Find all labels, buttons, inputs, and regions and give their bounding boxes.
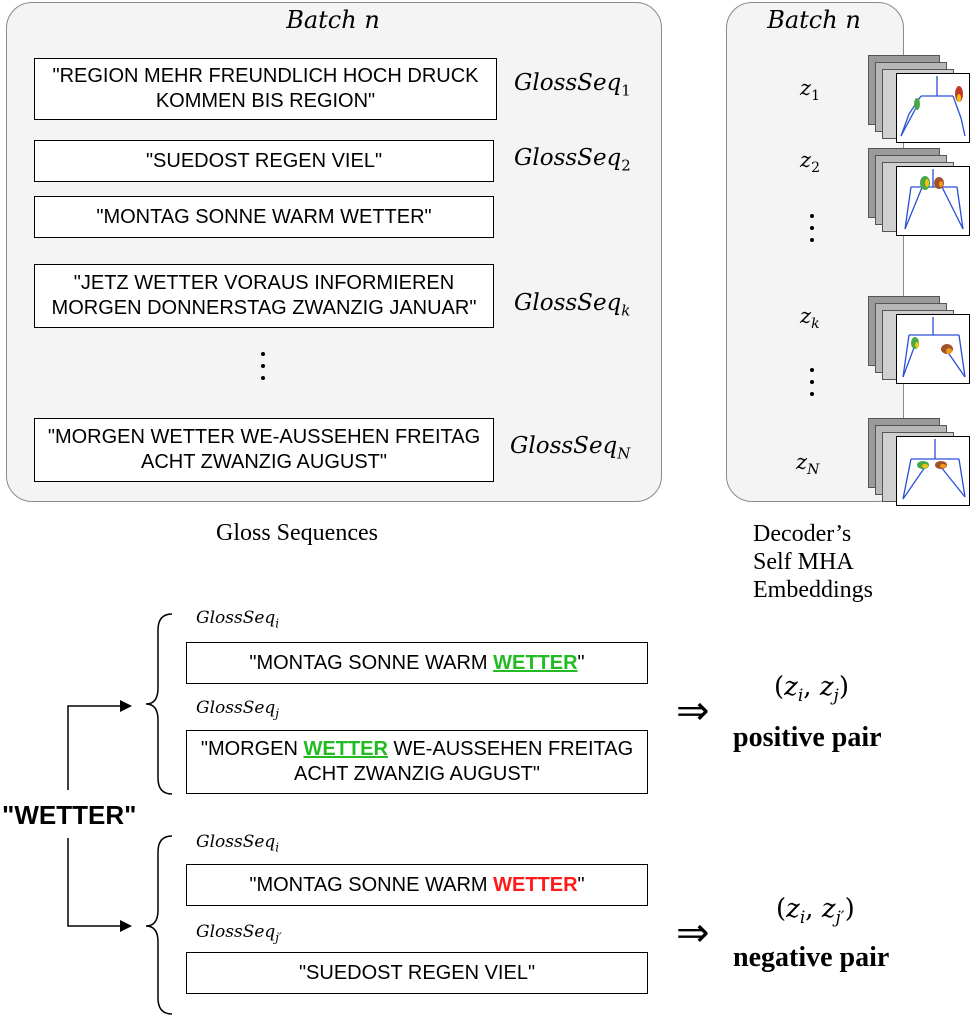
gloss-sequence-box-k: "JETZ WETTER VORAUS INFORMIEREN MORGEN D… [34, 264, 494, 328]
seq-label-sub: i [275, 840, 280, 855]
embedding-var: z [796, 450, 808, 474]
arrow-icon [120, 700, 132, 712]
vertical-ellipsis [261, 352, 267, 388]
positive-seq-i-text: "MONTAG SONNE WARM WETTER" [249, 651, 585, 674]
embeddings-caption: Decoder’s Self MHA Embeddings [753, 520, 873, 604]
gloss-seq-label-sub: N [617, 444, 631, 463]
embeddings-caption-line: Decoder’s [753, 521, 852, 547]
embedding-label-1: z1 [800, 76, 820, 104]
negative-seq-i-label: GlossSeqi [196, 832, 279, 854]
vertical-ellipsis [810, 214, 816, 250]
gloss-sequence-box-3: "MONTAG SONNE WARM WETTER" [34, 196, 494, 238]
negative-seq-j-box: "SUEDOST REGEN VIEL" [186, 952, 648, 994]
connector-graphics [67, 613, 173, 1015]
negative-pair-label: negative pair [733, 942, 890, 973]
negative-seq-j-text: "SUEDOST REGEN VIEL" [298, 961, 536, 984]
gloss-sequence-text: "MORGEN WETTER WE-AUSSEHEN FREITAG ACHT … [47, 426, 481, 473]
gloss-seq-label-sub: k [621, 301, 631, 320]
gloss-sequence-text: "JETZ WETTER VORAUS INFORMIEREN MORGEN D… [51, 272, 477, 319]
gloss-sequence-text: "MONTAG SONNE WARM WETTER" [96, 205, 432, 228]
seq-label-var: GlossSeq [196, 832, 276, 852]
gloss-seq-label-var: GlossSeq [514, 70, 622, 96]
embedding-sub: k [811, 316, 820, 333]
gloss-sequence-box-2: "SUEDOST REGEN VIEL" [34, 140, 494, 182]
seq-label-sub: i [275, 616, 280, 631]
vertical-ellipsis [810, 368, 816, 404]
pose-skeleton-icon [896, 166, 970, 236]
gloss-sequence-text: "SUEDOST REGEN VIEL" [145, 149, 383, 172]
seq-label-var: GlossSeq [196, 608, 276, 628]
negative-seq-i-text: "MONTAG SONNE WARM WETTER" [249, 873, 585, 896]
seq-label-sub: j′ [275, 930, 282, 945]
gloss-sequence-box-1: "REGION MEHR FREUNDLICH HOCH DRUCK KOMME… [34, 58, 497, 120]
positive-pair-notation: (zi, zj) [774, 672, 849, 707]
positive-seq-j-label: GlossSeqj [196, 698, 279, 720]
gloss-seq-label-n: GlossSeqN [510, 433, 630, 463]
gloss-batch-title-text: Batch n [286, 6, 380, 34]
gloss-seq-label-sub: 1 [621, 81, 631, 100]
pose-skeleton-icon [896, 73, 970, 143]
negative-seq-i-box: "MONTAG SONNE WARM WETTER" [186, 864, 648, 906]
gloss-sequence-text: "REGION MEHR FREUNDLICH HOCH DRUCK KOMME… [52, 65, 479, 112]
positive-pair-label: positive pair [733, 722, 882, 753]
gloss-batch-title: Batch n [6, 6, 660, 35]
embedding-sub: 2 [811, 160, 820, 177]
positive-seq-j-box: "MORGEN WETTER WE-AUSSEHEN FREITAG ACHT … [186, 730, 648, 794]
brace-icon [145, 613, 173, 795]
embedding-var: z [800, 76, 812, 100]
gloss-seq-label-var: GlossSeq [514, 145, 622, 171]
embedding-var: z [800, 304, 812, 328]
pose-frame-stack-n [868, 418, 972, 518]
gloss-seq-label-k: GlossSeqk [514, 290, 630, 320]
embeddings-caption-line: Embeddings [753, 577, 873, 603]
embedding-label-n: zN [796, 450, 819, 478]
embeddings-caption-line: Self MHA [753, 549, 854, 575]
embedding-label-k: zk [800, 304, 820, 332]
gloss-sequences-caption: Gloss Sequences [216, 520, 378, 546]
pose-skeleton-icon [896, 314, 970, 384]
pose-frame-stack-1 [868, 55, 972, 155]
pose-frame-stack-2 [868, 148, 972, 248]
pose-skeleton-icon [896, 436, 970, 506]
implies-arrow: ⇒ [676, 910, 710, 956]
embedding-batch-title-text: Batch n [767, 6, 861, 34]
arrow-icon [120, 920, 132, 932]
seq-label-var: GlossSeq [196, 922, 276, 942]
gloss-seq-label-var: GlossSeq [514, 290, 622, 316]
implies-arrow: ⇒ [676, 688, 710, 734]
anchor-gloss-keyword: "WETTER" [2, 800, 137, 830]
gloss-seq-label-sub: 2 [621, 156, 631, 175]
positive-shared-word: WETTER [303, 738, 388, 760]
embedding-sub: N [807, 462, 820, 479]
brace-icon [145, 835, 173, 1015]
embedding-label-2: z2 [800, 148, 820, 176]
negative-unshared-word: WETTER [493, 873, 578, 896]
positive-seq-i-box: "MONTAG SONNE WARM WETTER" [186, 642, 648, 684]
negative-seq-j-label: GlossSeqj′ [196, 922, 282, 944]
embedding-sub: 1 [811, 88, 820, 105]
negative-pair-notation: (zi, zj′) [776, 894, 855, 929]
pose-frame-stack-k [868, 296, 972, 396]
gloss-seq-label-2: GlossSeq2 [514, 145, 631, 175]
seq-label-var: GlossSeq [196, 698, 276, 718]
gloss-seq-label-1: GlossSeq1 [514, 70, 631, 100]
positive-shared-word: WETTER [493, 651, 578, 674]
embedding-var: z [800, 148, 812, 172]
gloss-sequence-box-n: "MORGEN WETTER WE-AUSSEHEN FREITAG ACHT … [34, 418, 494, 482]
seq-label-sub: j [275, 706, 280, 721]
gloss-seq-label-var: GlossSeq [510, 433, 618, 459]
positive-seq-i-label: GlossSeqi [196, 608, 279, 630]
positive-seq-j-text: "MORGEN WETTER WE-AUSSEHEN FREITAG ACHT … [200, 738, 634, 785]
embedding-batch-title: Batch n [726, 6, 902, 35]
